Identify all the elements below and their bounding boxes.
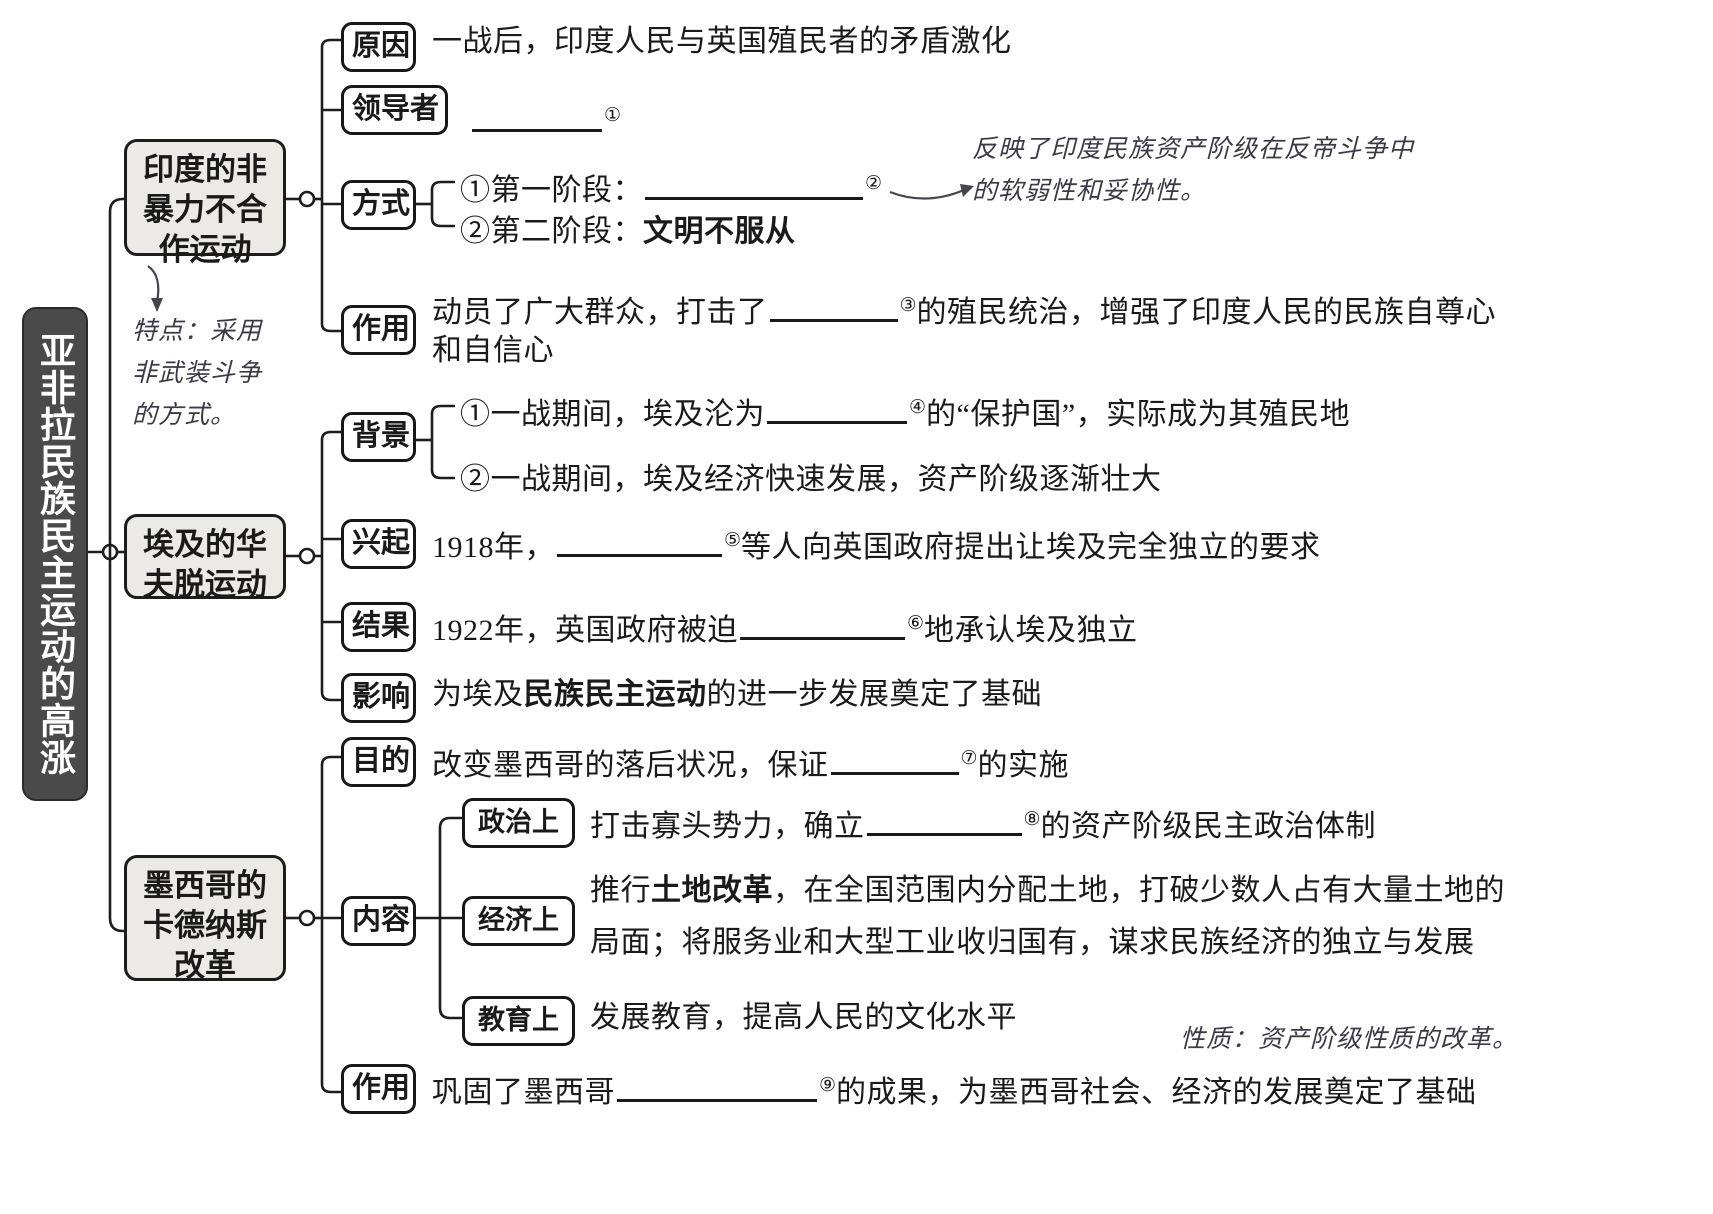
sup-8: ⑧ <box>1023 809 1041 830</box>
method-handwritten-note: 反映了印度民族资产阶级在反帝斗争中 的软弱性和妥协性。 <box>972 134 1415 205</box>
sup-6: ⑥ <box>907 613 925 634</box>
blank-9[interactable] <box>617 1075 817 1102</box>
pill-egypt-impact[interactable]: 影响 <box>341 673 416 723</box>
text-mexico-political-post: 的资产阶级民主政治体制 <box>1040 810 1377 843</box>
text-mexico-effect-pre: 巩固了墨西哥 <box>432 1076 615 1109</box>
text-egypt-impact-pre: 为埃及 <box>432 678 524 711</box>
sup-9: ⑨ <box>819 1075 837 1096</box>
branch-label-mexico: 墨西哥的 卡德纳斯 改革 <box>143 868 267 983</box>
text-india-method-stage1: ①第一阶段： ② <box>460 159 882 216</box>
branch-label-egypt: 埃及的华 夫脱运动 <box>143 527 267 602</box>
pill-egypt-background[interactable]: 背景 <box>341 412 416 462</box>
pill-mexico-political[interactable]: 政治上 <box>462 798 575 848</box>
text-mexico-economic-pre: 推行 <box>590 874 651 907</box>
blank-1[interactable] <box>472 105 602 132</box>
text-india-leader: ① <box>470 91 621 148</box>
text-egypt-rise-post: 等人向英国政府提出让埃及完全独立的要求 <box>741 531 1321 564</box>
text-india-cause: 一战后，印度人民与英国殖民者的矛盾激化 <box>432 17 1012 67</box>
text-mexico-purpose-pre: 改变墨西哥的落后状况，保证 <box>432 749 829 782</box>
branch-node-india[interactable]: 印度的非 暴力不合 作运动 <box>124 139 286 267</box>
text-bg1-pre: 一战期间，埃及沦为 <box>490 398 765 431</box>
text-mexico-political: 打击寡头势力，确立 ⑧的资产阶级民主政治体制 <box>590 795 1376 852</box>
blank-5[interactable] <box>557 530 722 557</box>
text-mexico-effect-post: 的成果，为墨西哥社会、经济的发展奠定了基础 <box>836 1076 1477 1109</box>
branch-label-india: 印度的非 暴力不合 作运动 <box>143 152 267 267</box>
root-node[interactable]: 亚非拉民族民主运动的高涨 <box>22 307 88 801</box>
pill-mexico-effect[interactable]: 作用 <box>341 1064 416 1114</box>
branch-node-mexico[interactable]: 墨西哥的 卡德纳斯 改革 <box>124 855 286 983</box>
text-stage2-answer: 文明不服从 <box>643 215 796 248</box>
text-mexico-economic-line2: 局面；将服务业和大型工业收归国有，谋求民族经济的独立与发展 <box>590 926 1475 959</box>
method-note-arrow <box>889 184 974 200</box>
text-stage2-label: 第二阶段： <box>490 215 643 248</box>
marker-stage1: ① <box>460 174 491 207</box>
root-node-label: 亚非拉民族民主运动的高涨 <box>35 332 75 776</box>
blank-3[interactable] <box>769 295 898 322</box>
pill-mexico-education[interactable]: 教育上 <box>462 996 575 1046</box>
sup-4: ④ <box>909 397 927 418</box>
text-egypt-rise-pre: 1918年， <box>432 531 555 564</box>
text-egypt-result: 1922年，英国政府被迫 ⑥地承认埃及独立 <box>432 599 1138 656</box>
text-egypt-bg2: ②一战期间，埃及经济快速发展，资产阶级逐渐壮大 <box>460 455 1162 505</box>
text-india-effect-post: 的殖民统治，增强了印度人民的民族自尊心 <box>916 296 1497 329</box>
marker-bg1: ① <box>460 398 491 431</box>
sup-3: ③ <box>899 295 917 316</box>
text-egypt-impact-post: 的进一步发展奠定了基础 <box>706 678 1042 711</box>
text-mexico-effect: 巩固了墨西哥 ⑨的成果，为墨西哥社会、经济的发展奠定了基础 <box>432 1061 1477 1118</box>
marker-stage2: ② <box>460 215 491 248</box>
text-india-effect: 动员了广大群众，打击了 ③的殖民统治，增强了印度人民的民族自尊心 <box>432 281 1496 338</box>
text-india-cause-body: 一战后，印度人民与英国殖民者的矛盾激化 <box>432 25 1012 58</box>
text-mexico-education: 发展教育，提高人民的文化水平 <box>590 1001 1017 1034</box>
text-egypt-result-pre: 1922年，英国政府被迫 <box>432 614 738 647</box>
pill-india-method[interactable]: 方式 <box>341 180 416 230</box>
pill-egypt-result[interactable]: 结果 <box>341 602 416 652</box>
india-annotation-arrow <box>147 265 163 312</box>
text-egypt-bg1: ①一战期间，埃及沦为 ④的“保护国”，实际成为其殖民地 <box>460 383 1350 440</box>
pill-egypt-rise[interactable]: 兴起 <box>341 519 416 569</box>
blank-8[interactable] <box>866 809 1022 836</box>
text-mexico-political-pre: 打击寡头势力，确立 <box>590 810 865 843</box>
sup-7: ⑦ <box>960 748 978 769</box>
text-stage1-label: 第一阶段： <box>490 174 643 207</box>
text-bg1-post: 的“保护国”，实际成为其殖民地 <box>926 398 1351 431</box>
marker-bg2: ② <box>460 463 491 496</box>
pill-mexico-content[interactable]: 内容 <box>341 896 416 946</box>
mexico-annotation-note: 性质：资产阶级性质的改革。 <box>1180 1024 1519 1053</box>
blank-6[interactable] <box>740 613 905 640</box>
sup-5: ⑤ <box>724 530 742 551</box>
pill-india-effect[interactable]: 作用 <box>341 305 416 355</box>
india-annotation-note: 特点：采用 非武装斗争 的方式。 <box>132 316 263 429</box>
branch-node-egypt[interactable]: 埃及的华 夫脱运动 <box>124 514 286 602</box>
pill-mexico-economic[interactable]: 经济上 <box>462 896 575 946</box>
pill-india-leader[interactable]: 领导者 <box>341 85 448 135</box>
text-india-effect-line2: 和自信心 <box>432 334 554 367</box>
text-india-method-stage2: ②第二阶段：文明不服从 <box>460 207 796 257</box>
text-mexico-purpose-post: 的实施 <box>977 749 1070 782</box>
pill-india-cause[interactable]: 原因 <box>341 22 416 72</box>
text-egypt-impact: 为埃及民族民主运动的进一步发展奠定了基础 <box>432 670 1042 720</box>
blank-7[interactable] <box>830 748 959 775</box>
sup-1: ① <box>604 105 622 126</box>
blank-4[interactable] <box>767 397 907 424</box>
text-mexico-economic-post: ，在全国范围内分配土地，打破少数人占有大量土地的 <box>773 874 1505 907</box>
text-egypt-rise: 1918年， ⑤等人向英国政府提出让埃及完全独立的要求 <box>432 516 1321 573</box>
blank-2[interactable] <box>645 173 863 200</box>
text-bg2-body: 一战期间，埃及经济快速发展，资产阶级逐渐壮大 <box>490 463 1162 496</box>
pill-mexico-purpose[interactable]: 目的 <box>341 737 416 787</box>
text-egypt-result-post: 地承认埃及独立 <box>924 614 1138 647</box>
text-mexico-purpose: 改变墨西哥的落后状况，保证 ⑦的实施 <box>432 734 1069 791</box>
text-india-effect-pre: 动员了广大群众，打击了 <box>432 296 768 329</box>
text-egypt-impact-key: 民族民主运动 <box>523 678 707 711</box>
sup-2: ② <box>865 173 883 194</box>
text-mexico-economic-key: 土地改革 <box>651 874 773 907</box>
text-mexico-economic-line1: 推行土地改革，在全国范围内分配土地，打破少数人占有大量土地的 <box>590 866 1505 916</box>
